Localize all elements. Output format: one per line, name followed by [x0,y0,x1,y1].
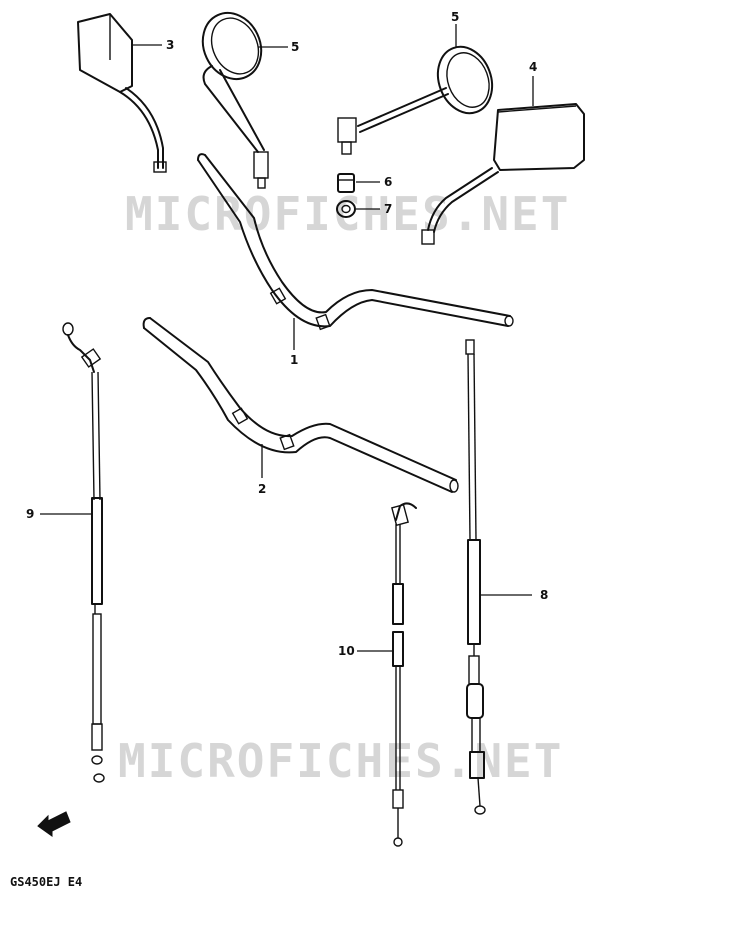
callout-5a: 5 [291,40,299,54]
callout-2: 2 [258,482,266,496]
callout-10: 10 [338,644,355,658]
cable-right [465,339,486,815]
cable-middle [391,502,417,847]
callout-1: 1 [290,353,298,367]
callout-3: 3 [166,38,174,52]
mirror-adaptor [337,173,355,193]
callout-4: 4 [529,60,537,74]
callout-8: 8 [540,588,548,602]
handlebar-upper [197,153,514,331]
model-code: GS450EJ E4 [10,875,82,889]
mirror-right-rectangular [421,103,585,245]
callout-9: 9 [26,507,34,521]
handlebar-lower [142,317,459,493]
mirror-right-round [337,45,494,155]
watermark-top: MICROFICHES.NET [125,187,570,241]
cable-left [62,322,105,783]
callout-6: 6 [384,175,392,189]
front-arrow-icon [37,811,71,837]
mirror-left-round [201,11,269,189]
mirror-nut [336,200,356,218]
callout-7: 7 [384,202,392,216]
mirror-left-rectangular [77,13,167,173]
callout-5b: 5 [451,10,459,24]
watermark-bottom: MICROFICHES.NET [118,734,563,788]
